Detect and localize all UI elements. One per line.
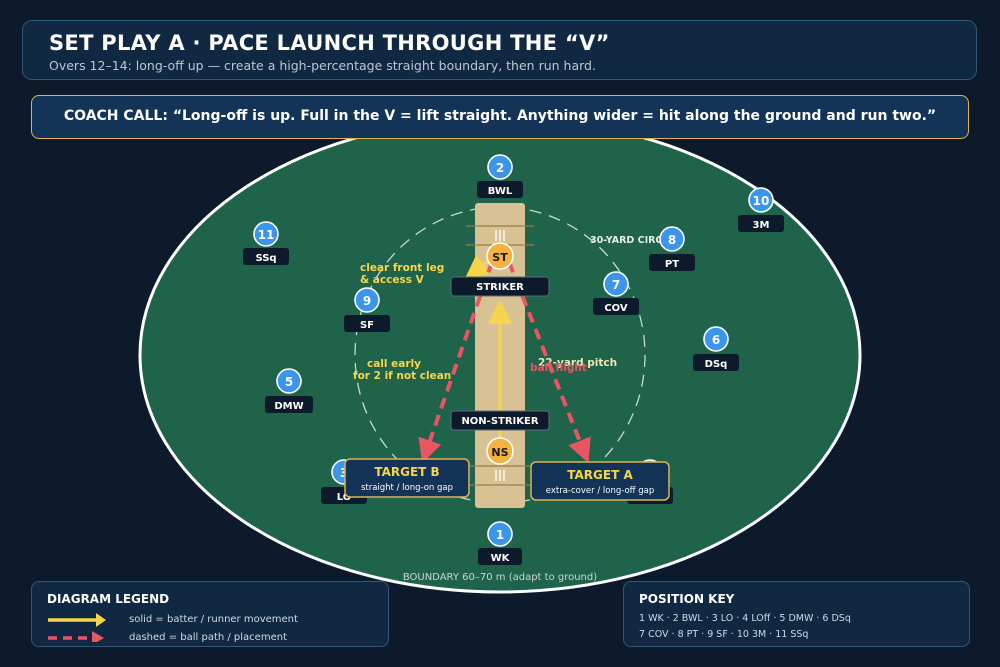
fielder-number: 5 xyxy=(285,375,293,389)
position-key-line2: 7 COV · 8 PT · 9 SF · 10 3M · 11 SSq xyxy=(639,629,809,640)
fielder-label: WK xyxy=(491,553,511,564)
ball-path-target-a xyxy=(507,261,591,464)
fielder-label: BWL xyxy=(488,186,513,197)
pitch-label: 22-yard pitch xyxy=(538,357,617,369)
fielder-label: SSq xyxy=(255,253,276,264)
target-a-sub: extra-cover / long-off gap xyxy=(546,486,654,496)
page-subtitle: Overs 12–14: long-off up — create a high… xyxy=(49,58,596,73)
fielder-marker xyxy=(659,226,685,252)
non-striker[interactable]: NON-STRIKER NS xyxy=(450,410,550,465)
fielder-tag xyxy=(738,215,784,232)
fielder-tag xyxy=(478,548,522,565)
fielder-tag xyxy=(649,254,695,271)
position-key-title: POSITION KEY xyxy=(639,592,735,606)
fielder-tag xyxy=(693,354,739,371)
striker-tag xyxy=(450,276,550,297)
legend-dashed-label: dashed = ball path / placement xyxy=(129,632,287,643)
fielder-number: 2 xyxy=(496,161,504,175)
fielder-number: 11 xyxy=(258,228,275,242)
fielder-marker xyxy=(748,187,774,213)
ball-flight-note: ball flight xyxy=(530,362,587,374)
striker-badge: ST xyxy=(492,251,508,264)
page-title: SET PLAY A · PACE LAUNCH THROUGH THE “V” xyxy=(49,31,610,55)
non-striker-marker xyxy=(486,437,514,465)
fielder-tag xyxy=(344,315,390,332)
target-b[interactable]: TARGET B straight / long-on gap xyxy=(344,458,470,498)
non-striker-tag xyxy=(450,410,550,431)
striker[interactable]: ST STRIKER xyxy=(450,242,550,297)
legend-title: DIAGRAM LEGEND xyxy=(47,592,170,606)
fielder-marker xyxy=(603,271,629,297)
call-early-note-line2: for 2 if not clean xyxy=(353,370,451,382)
fielder-tag xyxy=(477,181,523,198)
fielder-marker xyxy=(354,287,380,313)
target-a-box xyxy=(530,461,670,501)
fielder-number: 6 xyxy=(712,333,720,347)
fielder-marker xyxy=(487,154,513,180)
fielder-number: 9 xyxy=(363,294,371,308)
boundary-label: BOUNDARY 60–70 m (adapt to ground) xyxy=(403,572,597,583)
fielder-5[interactable]: 5 DMW xyxy=(265,368,313,413)
fielder-marker xyxy=(253,221,279,247)
fielder-label: COV xyxy=(604,303,628,314)
fielder-6[interactable]: 6 DSq xyxy=(693,326,739,371)
fielder-number: 3 xyxy=(340,466,348,480)
fielder-label: 3M xyxy=(753,220,770,231)
coach-call-text: COACH CALL: “Long-off is up. Full in the… xyxy=(63,108,937,124)
fielder-label: SF xyxy=(360,320,374,331)
fielder-label: DSq xyxy=(705,359,728,370)
call-early-note-line1: call early xyxy=(367,358,421,370)
front-leg-note-line2: & access V xyxy=(360,274,425,286)
fielder-1[interactable]: 1 WK xyxy=(478,521,522,565)
non-striker-badge: NS xyxy=(491,446,508,459)
striker-marker xyxy=(486,242,514,270)
fielder-tag xyxy=(243,248,289,265)
diagram-legend: DIAGRAM LEGEND solid = batter / runner m… xyxy=(31,581,389,647)
fielder-8[interactable]: 8 PT xyxy=(649,226,695,271)
fielder-10[interactable]: 10 3M xyxy=(738,187,784,232)
fielder-label: PT xyxy=(665,259,679,270)
stumps-top xyxy=(495,230,505,241)
fielder-marker xyxy=(487,521,513,547)
fielder-marker xyxy=(703,326,729,352)
legend-solid-label: solid = batter / runner movement xyxy=(129,614,298,625)
front-leg-note-line1: clear front leg xyxy=(360,262,444,274)
position-key-line1: 1 WK · 2 BWL · 3 LO · 4 LOff · 5 DMW · 6… xyxy=(639,613,851,624)
fielder-9[interactable]: 9 SF xyxy=(344,287,390,332)
fielder-number: 8 xyxy=(668,233,676,247)
legend-swatches xyxy=(48,613,106,642)
target-b-box xyxy=(344,458,470,498)
coach-call-banner: COACH CALL: “Long-off is up. Full in the… xyxy=(31,95,969,139)
target-b-title: TARGET B xyxy=(374,465,439,479)
target-b-sub: straight / long-on gap xyxy=(361,483,453,493)
fielder-marker xyxy=(276,368,302,394)
position-key: POSITION KEY 1 WK · 2 BWL · 3 LO · 4 LOf… xyxy=(623,581,970,647)
circle-label: 30-YARD CIRCLE xyxy=(590,235,675,246)
ball-path-target-b xyxy=(418,261,494,464)
stumps-bottom xyxy=(495,470,505,481)
fielder-label: LO xyxy=(337,492,352,503)
dashed-arrowhead xyxy=(92,631,104,642)
striker-label: STRIKER xyxy=(476,282,524,293)
fielder-number: 10 xyxy=(753,194,770,208)
header-panel: SET PLAY A · PACE LAUNCH THROUGH THE “V”… xyxy=(22,20,977,80)
target-a-title: TARGET A xyxy=(567,468,633,482)
fielder-11[interactable]: 11 SSq xyxy=(243,221,289,265)
fielder-number: 1 xyxy=(496,528,504,542)
solid-arrowhead xyxy=(96,613,106,627)
target-a[interactable]: TARGET A extra-cover / long-off gap xyxy=(530,461,670,501)
fielder-label: DMW xyxy=(274,401,303,412)
fielder-2[interactable]: 2 BWL xyxy=(477,154,523,198)
non-striker-label: NON-STRIKER xyxy=(461,416,538,427)
fielder-tag xyxy=(265,396,313,413)
fielder-tag xyxy=(593,298,639,315)
fielder-number: 7 xyxy=(612,278,620,292)
fielder-7[interactable]: 7 COV xyxy=(593,271,639,315)
